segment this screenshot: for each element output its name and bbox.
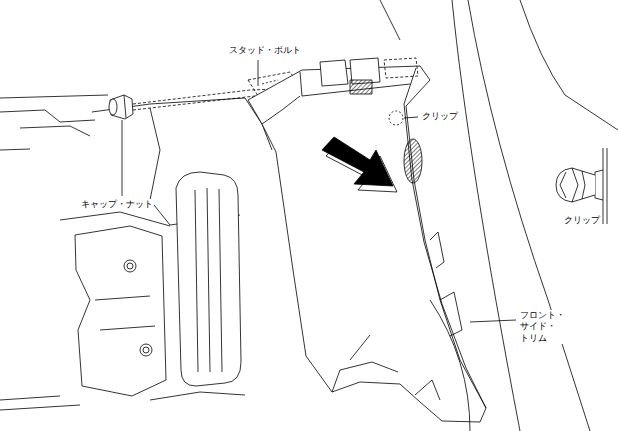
part-label: スタッド・ボルト xyxy=(228,45,302,56)
part-label: クリップ xyxy=(563,215,601,226)
part-label: クリップ xyxy=(421,111,459,122)
part-label: フロント・ サイド・ トリム xyxy=(519,310,566,344)
part-label: キャップ・ナット xyxy=(80,199,154,210)
